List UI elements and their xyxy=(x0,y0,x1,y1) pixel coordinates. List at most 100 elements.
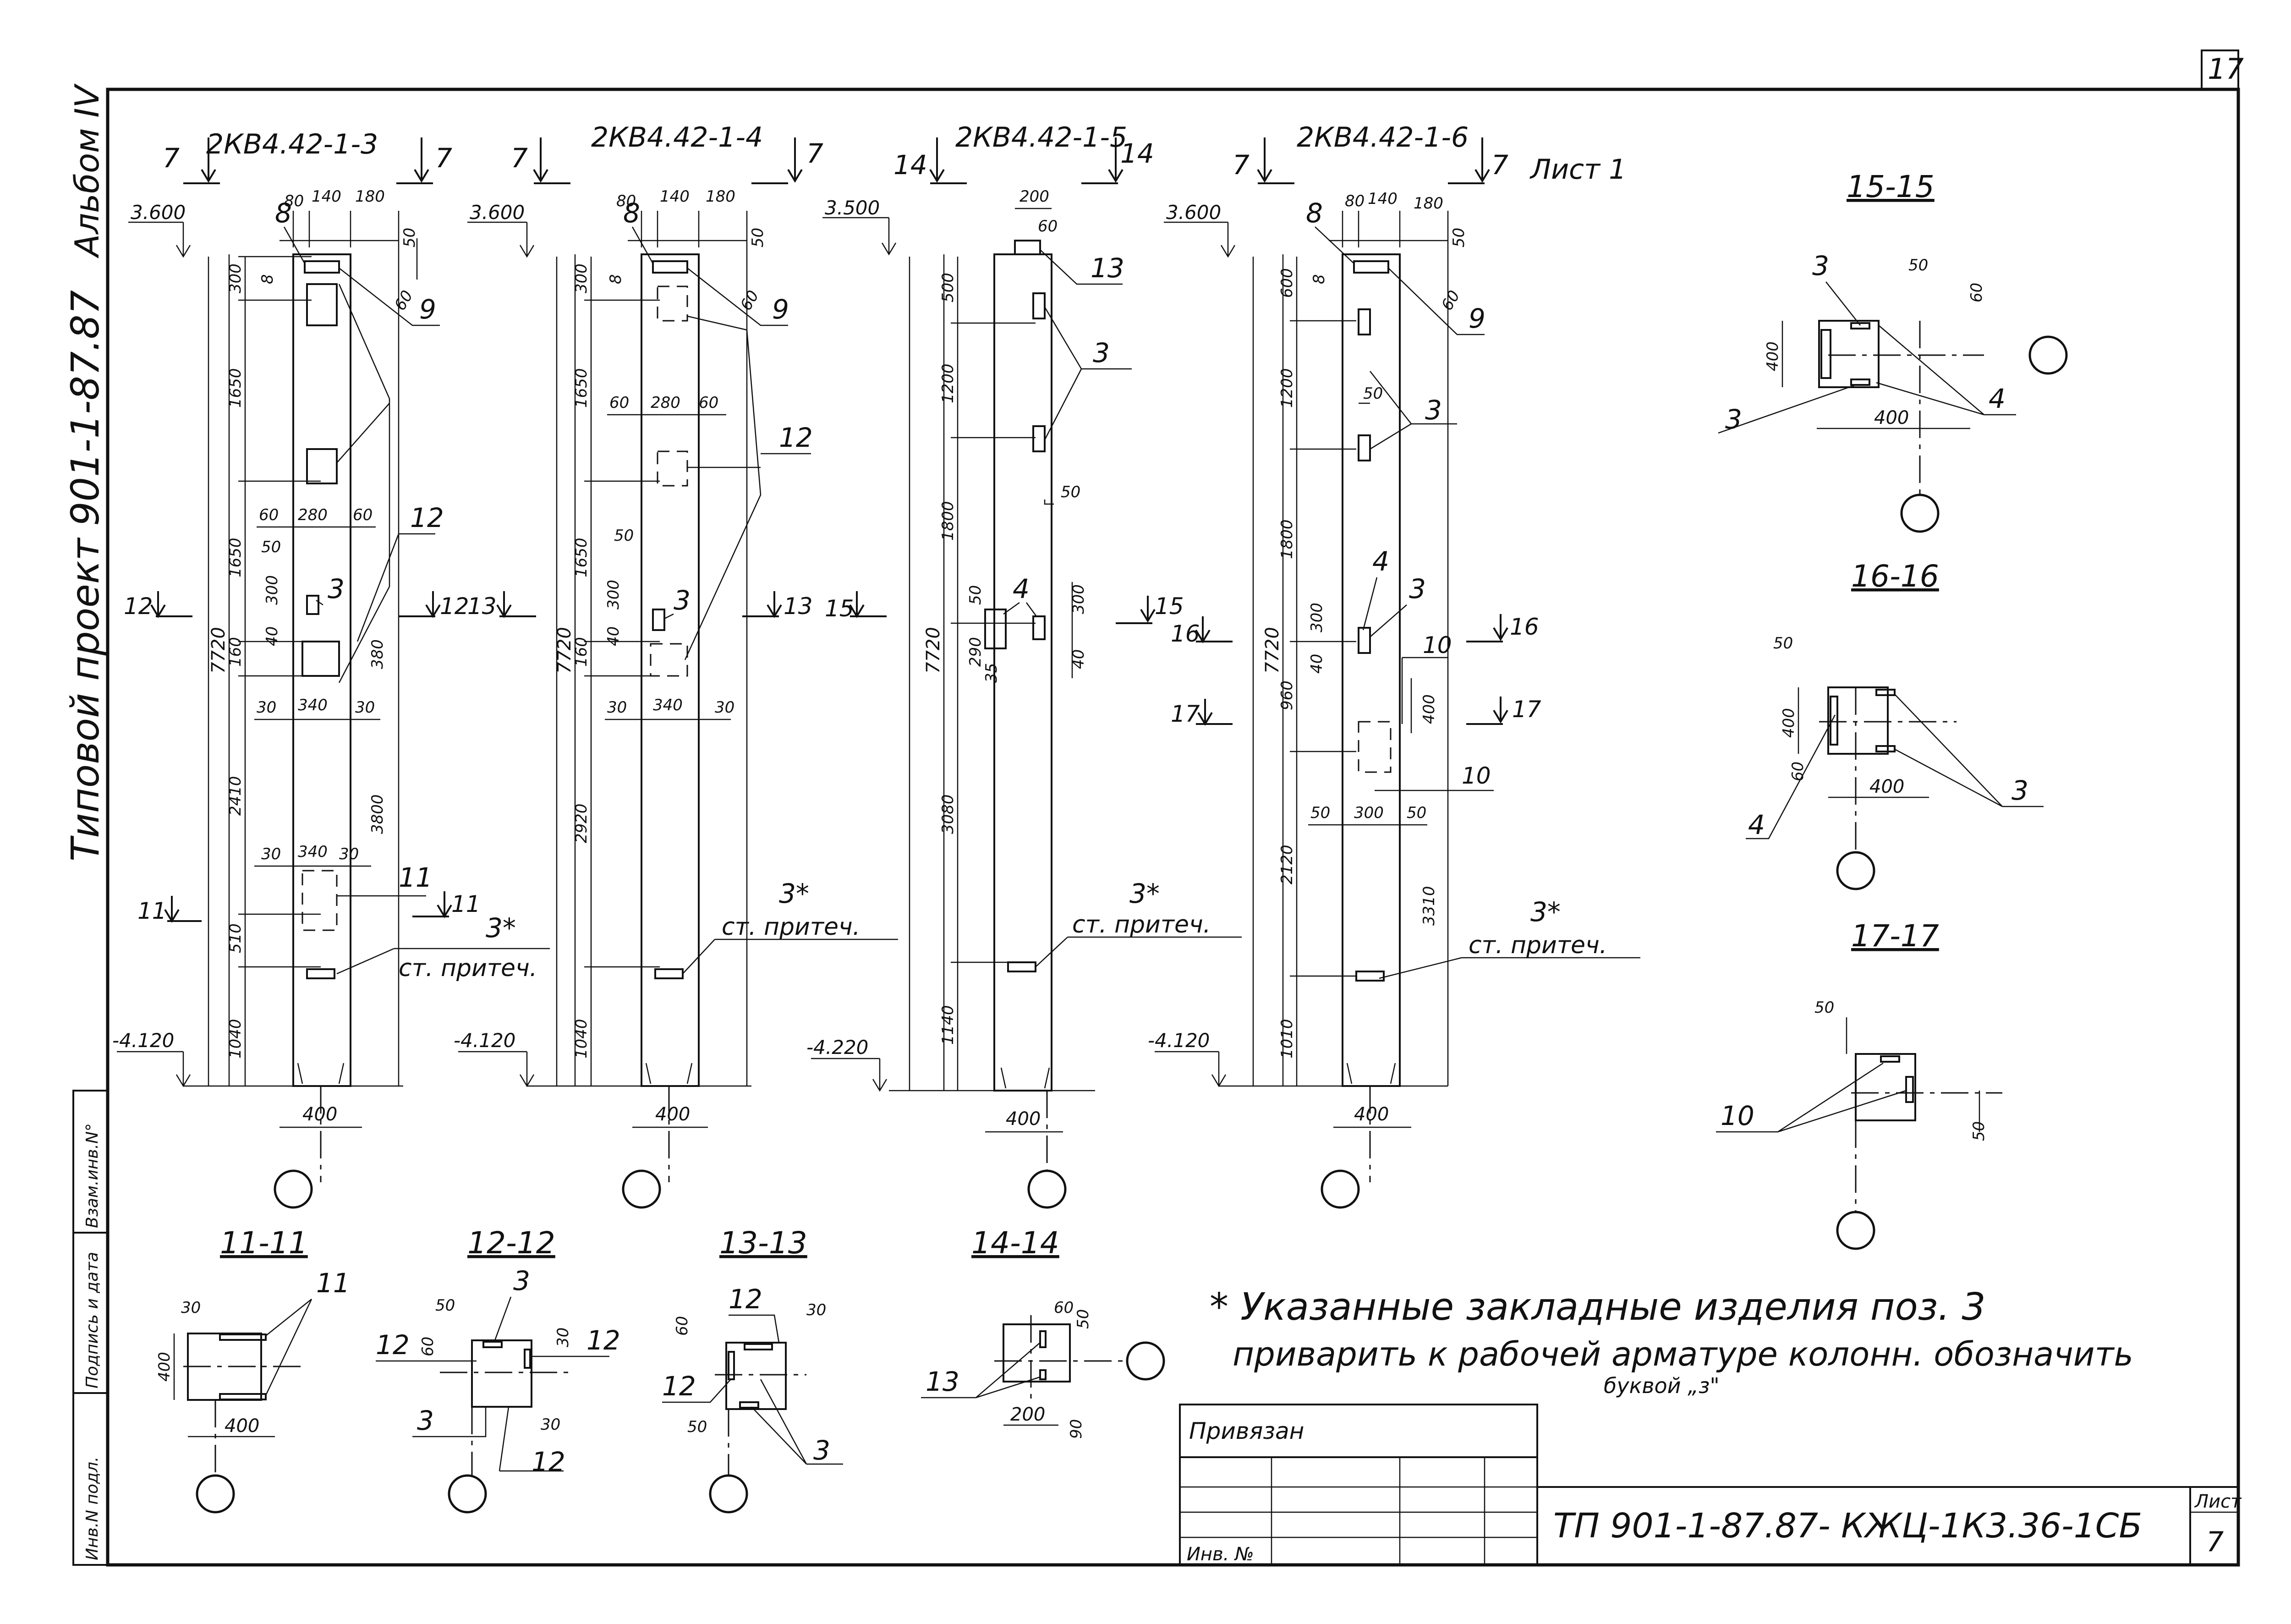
bottom-elevation: -4.220 xyxy=(806,1036,868,1059)
dim-50: 50 xyxy=(614,527,634,545)
dim-960: 960 xyxy=(1278,680,1296,710)
dim-380: 380 xyxy=(368,639,387,669)
axis-bubble xyxy=(274,1169,313,1209)
mark-12-right: 12 xyxy=(586,1325,620,1356)
stamp-sign-date: Подпись и дата xyxy=(83,1252,102,1388)
top-elevation: 3.600 xyxy=(131,201,186,224)
top-dims: 80 140 180 xyxy=(1329,190,1449,1086)
dim-35: 35 xyxy=(982,663,1001,683)
dim-60: 60 xyxy=(673,1316,691,1336)
dim-200: 200 xyxy=(1010,1404,1045,1425)
column-note: ст. притеч. xyxy=(722,913,860,941)
dim-80: 80 xyxy=(616,192,636,210)
dim-30b: 30 xyxy=(715,698,734,717)
dim-340a: 340 xyxy=(298,696,328,714)
mark-3: 3 xyxy=(1093,337,1110,368)
top-dims: 200 60 xyxy=(1015,187,1058,236)
dim-30a: 30 xyxy=(257,698,276,717)
section-13-13: 13-13 60 30 50 12 12 3 xyxy=(662,1225,843,1514)
cut-label-left: 7 xyxy=(1233,149,1250,181)
section-12-12: 12-12 50 60 30 30 3 12 12 3 12 xyxy=(376,1225,620,1514)
dim-400-v: 400 xyxy=(1780,708,1798,738)
dim-300b: 300 xyxy=(1354,804,1384,822)
dim-400-v: 400 xyxy=(1764,341,1782,371)
cut-label-right: 7 xyxy=(1491,149,1508,181)
mark-3: 3 xyxy=(328,573,345,604)
dim-30-bottom: 30 xyxy=(541,1416,560,1434)
top-elevation: 3.500 xyxy=(825,197,880,219)
dim-200: 200 xyxy=(1019,187,1049,206)
cut-11-left: 11 xyxy=(137,898,167,924)
axis-bubble-right xyxy=(1126,1341,1165,1381)
dim-50: 50 xyxy=(687,1418,707,1436)
mark-11: 11 xyxy=(316,1267,350,1299)
dim-total: 7720 xyxy=(208,627,229,674)
side-stamp: Инв.N подл. Подпись и дата Взам.инв.N° xyxy=(72,1090,109,1566)
dim-180: 180 xyxy=(355,187,385,206)
left-dims: 500 1200 1800 3080 1140 7720 xyxy=(923,257,1036,1091)
mark-4: 4 xyxy=(1989,383,2006,414)
note-line-1: * Указанные закладные изделия поз. 3 xyxy=(1210,1285,1986,1329)
mark-13: 13 xyxy=(1091,252,1124,284)
marks: 13 3 4 3* ст. притеч. xyxy=(1003,249,1242,967)
mark-9: 9 xyxy=(1469,303,1485,334)
mark-3-bottom: 3 xyxy=(417,1405,434,1436)
dim-50: 50 xyxy=(1061,483,1080,501)
dim-400-v: 400 xyxy=(155,1352,174,1382)
dim-300: 300 xyxy=(1308,603,1326,632)
cut-markers: 15 15 xyxy=(825,591,1184,624)
cut-12-left: 12 xyxy=(124,593,153,620)
column-c1: 2КВ4.42-1-3 7 7 3.600 -4.120 xyxy=(112,128,550,1209)
stamp-replace-inv: Взам.инв.N° xyxy=(83,1123,102,1228)
dim-30b: 30 xyxy=(355,698,375,717)
dim-1800: 1800 xyxy=(1278,519,1296,559)
marks: 8 9 12 3 3* ст. притеч. xyxy=(623,198,898,974)
left-dims: 600 1200 1800 960 2120 1010 7720 xyxy=(1262,257,1356,1086)
left-dims: 300 1650 1650 160 2920 1040 7720 xyxy=(554,257,660,1086)
cut-markers: 12 12 11 11 xyxy=(124,591,481,924)
dim-50-top: 50 xyxy=(1814,999,1834,1017)
section-title: 13-13 xyxy=(719,1225,807,1261)
dim-90: 90 xyxy=(1067,1419,1085,1439)
cut-13-left: 13 xyxy=(467,593,497,620)
dim-50c: 50 xyxy=(1407,804,1426,822)
album-label: Альбом IV xyxy=(68,83,106,258)
note-line-3: буквой „з" xyxy=(1604,1373,1720,1398)
dim-1140: 1140 xyxy=(939,1005,957,1045)
dim-50a: 50 xyxy=(1363,384,1383,403)
small-dims: 50 300 40 50 290 35 xyxy=(966,483,1088,683)
dim-60b: 60 xyxy=(353,506,373,524)
column-title: 2КВ4.42-1-3 xyxy=(206,128,378,160)
title-block: Привязан Инв. № ТП 901-1-87.87- КЖЦ-1К3.… xyxy=(1179,1404,2242,1566)
mark-3-top: 3 xyxy=(513,1265,530,1296)
mark-4: 4 xyxy=(1372,546,1389,577)
dim-1800: 1800 xyxy=(939,501,957,541)
dim-60: 60 xyxy=(1438,287,1463,313)
width-dim: 400 xyxy=(302,1104,337,1125)
dim-total: 7720 xyxy=(554,627,575,674)
cut-13-right: 13 xyxy=(784,593,813,620)
dim-30-top: 30 xyxy=(554,1328,572,1347)
dim-500: 500 xyxy=(939,273,957,302)
section-14-14: 14-14 60 50 200 90 13 xyxy=(921,1225,1165,1439)
dim-total: 7720 xyxy=(923,627,944,674)
dim-1650b: 1650 xyxy=(572,538,591,577)
dim-300: 300 xyxy=(604,580,623,609)
cut-label-left: 7 xyxy=(163,143,180,174)
dim-180: 180 xyxy=(706,187,735,206)
dim-600: 600 xyxy=(1278,268,1296,298)
cut-11-right: 11 xyxy=(451,891,481,917)
dim-510: 510 xyxy=(226,923,245,953)
dim-60: 60 xyxy=(419,1337,437,1356)
bottom-elevation: -4.120 xyxy=(1148,1029,1210,1052)
dim-1040: 1040 xyxy=(572,1019,591,1059)
dim-140: 140 xyxy=(312,187,341,206)
cut-label-right: 7 xyxy=(806,138,823,169)
axis-bubble xyxy=(196,1474,235,1514)
dim-30c: 30 xyxy=(261,845,281,863)
dim-280: 280 xyxy=(651,394,680,412)
dim-30: 30 xyxy=(806,1301,826,1319)
sheet-number: 7 xyxy=(2206,1526,2224,1558)
mark-4: 4 xyxy=(1013,573,1030,604)
section-title: 11-11 xyxy=(220,1225,308,1261)
